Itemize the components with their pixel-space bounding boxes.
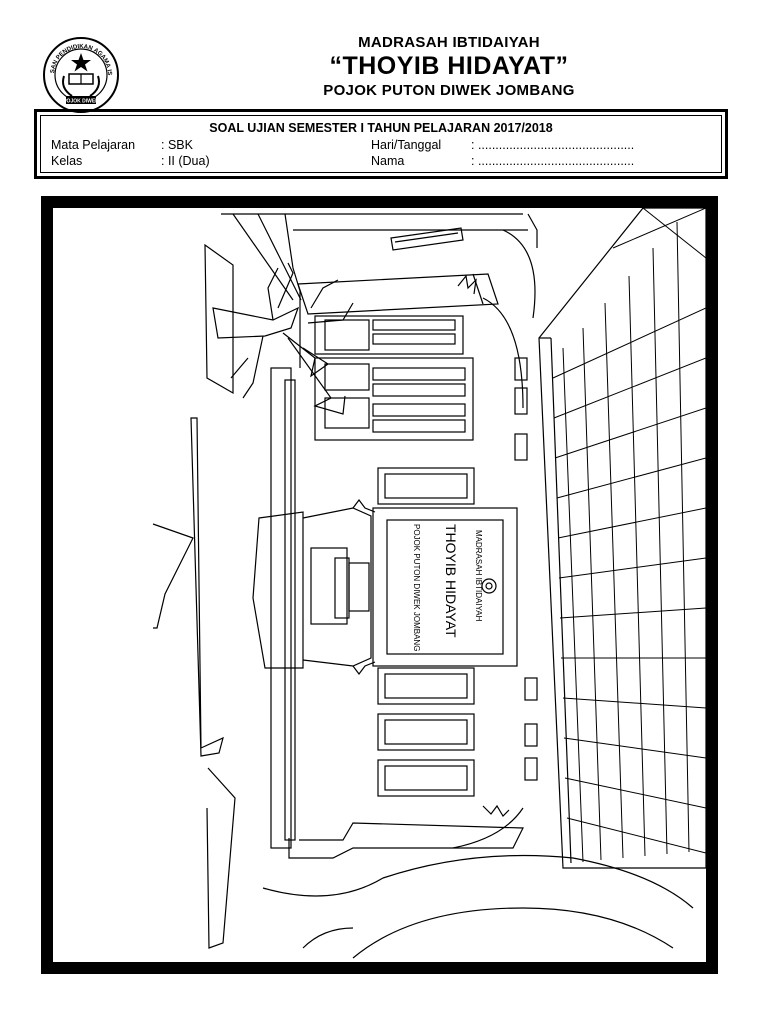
coloring-picture-frame: MADRASAH IBTIDAIYAH THOYIB HIDAYAT POJOK… bbox=[41, 196, 718, 974]
sign-school-address: POJOK PUTON DIWEK JOMBANG bbox=[412, 524, 421, 651]
school-name: “THOYIB HIDAYAT” bbox=[329, 52, 569, 80]
name-field[interactable]: : ......................................… bbox=[471, 154, 635, 168]
logo-bottom-text: POJOK DIWEK bbox=[63, 99, 99, 105]
class-row: Kelas : II (Dua) bbox=[51, 154, 210, 168]
date-field[interactable]: : ......................................… bbox=[471, 138, 635, 152]
subject-row: Mata Pelajaran : SBK bbox=[51, 138, 193, 152]
sign-school-type: MADRASAH IBTIDAIYAH bbox=[474, 530, 483, 622]
class-label: Kelas bbox=[51, 154, 83, 168]
coloring-picture[interactable]: MADRASAH IBTIDAIYAH THOYIB HIDAYAT POJOK… bbox=[53, 208, 706, 962]
page-header: MADRASAH IBTIDAIYAH “THOYIB HIDAYAT” POJ… bbox=[130, 32, 768, 99]
sign-school-name: THOYIB HIDAYAT bbox=[443, 524, 459, 638]
date-label: Hari/Tanggal bbox=[371, 138, 442, 152]
exam-info-box: SOAL UJIAN SEMESTER I TAHUN PELAJARAN 20… bbox=[34, 109, 728, 179]
school-type: MADRASAH IBTIDAIYAH bbox=[358, 34, 540, 51]
exam-title: SOAL UJIAN SEMESTER I TAHUN PELAJARAN 20… bbox=[209, 121, 553, 135]
school-logo: YAYASAN PENDIDIKAN AGAMA ISLAM POJOK DIW… bbox=[42, 36, 120, 114]
subject-value: : SBK bbox=[161, 138, 193, 152]
date-row: Hari/Tanggal : ..........................… bbox=[371, 138, 634, 152]
subject-label: Mata Pelajaran bbox=[51, 138, 136, 152]
name-row: Nama : ..................................… bbox=[371, 154, 634, 168]
class-value: : II (Dua) bbox=[161, 154, 210, 168]
school-address: POJOK PUTON DIWEK JOMBANG bbox=[323, 82, 575, 99]
name-label: Nama bbox=[371, 154, 405, 168]
